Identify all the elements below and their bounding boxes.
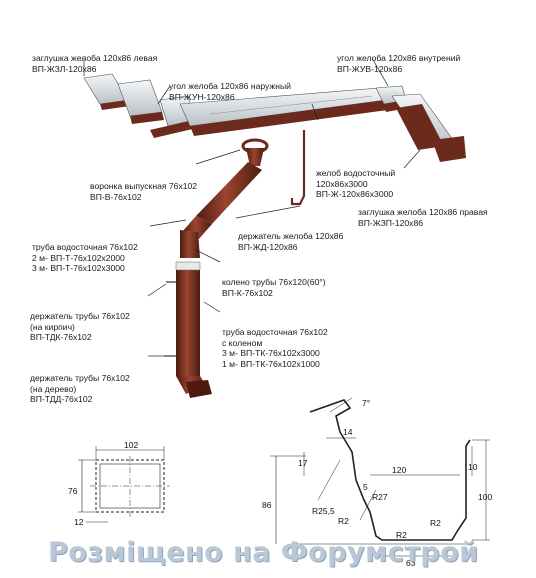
watermark: Розміщено на Форумстрой <box>48 537 479 568</box>
profile-height-left-dim: 86 <box>262 500 272 510</box>
profile-height-right-dim: 100 <box>478 492 492 502</box>
profile-r4-dim: R2 <box>396 530 407 540</box>
downpipe <box>164 162 262 398</box>
profile-r2-dim: R27 <box>372 492 388 502</box>
pipe-section <box>78 446 170 523</box>
pipe-height-dim: 76 <box>68 486 78 496</box>
leader-lines <box>83 57 421 357</box>
gutter-profile <box>270 397 490 557</box>
profile-angle-dim: 7° <box>362 398 370 408</box>
profile-right-top-dim: 10 <box>468 462 478 472</box>
pipe-width-dim: 102 <box>124 440 138 450</box>
profile-left-dim: 17 <box>298 458 308 468</box>
profile-r5-dim: R2 <box>430 518 441 528</box>
profile-width-dim: 120 <box>392 465 406 475</box>
gutter-right-run <box>375 85 466 162</box>
profile-small-dim: 5 <box>363 482 368 492</box>
profile-bottom-dim: 63 <box>406 558 416 568</box>
label-holder-brick: держатель трубы 76х102(на кирпич)ВП-ТДК-… <box>30 311 130 342</box>
label-holder-wood: держатель трубы 76х102(на дерево)ВП-ТДД-… <box>30 373 130 404</box>
profile-top-dim: 14 <box>343 427 353 437</box>
profile-r1-dim: R25,5 <box>312 506 335 516</box>
pipe-bottom-dim: 12 <box>74 517 84 527</box>
label-elbow: колено трубы 76х120(60°)ВП-К-76х102 <box>222 277 326 298</box>
profile-r3-dim: R2 <box>338 516 349 526</box>
gutter-holder <box>290 130 306 206</box>
funnel <box>241 138 269 166</box>
